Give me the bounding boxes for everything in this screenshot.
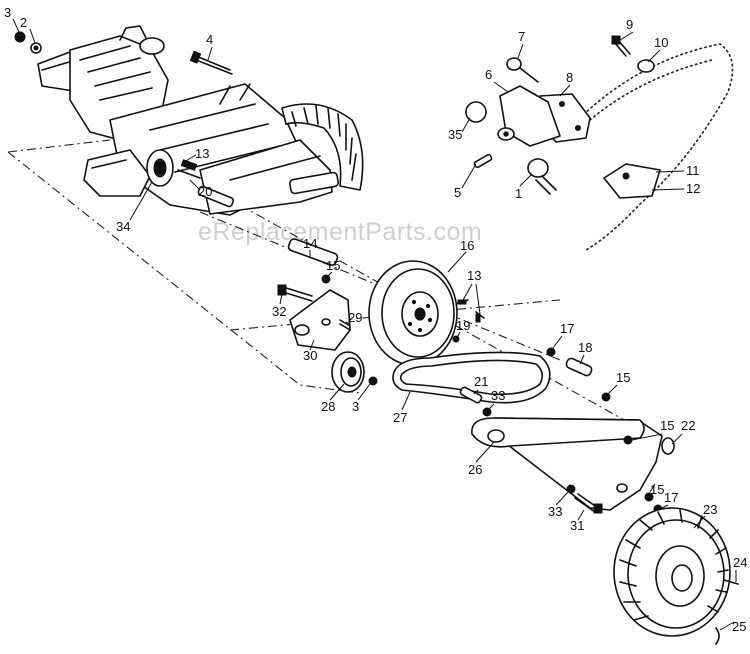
callout-20: 20 — [198, 184, 212, 199]
leader-lines — [12, 18, 737, 631]
callout-27: 27 — [393, 410, 407, 425]
callout-25: 25 — [732, 619, 746, 634]
callout-33: 33 — [491, 388, 505, 403]
callout-3: 3 — [4, 5, 11, 20]
callout-35: 35 — [448, 127, 462, 142]
wheel — [613, 507, 731, 637]
callout-14: 14 — [303, 236, 317, 251]
callout-15: 15 — [616, 370, 630, 385]
callout-30: 30 — [303, 348, 317, 363]
callout-8: 8 — [566, 70, 573, 85]
callout-21: 21 — [474, 374, 488, 389]
nut-33b — [566, 484, 576, 494]
callout-31: 31 — [570, 518, 584, 533]
callout-10: 10 — [654, 35, 668, 50]
callout-labels: 3 2 4 7 9 10 6 8 35 13 20 34 5 1 11 12 1… — [4, 5, 747, 634]
spacer-18 — [565, 357, 593, 377]
drive-belt — [392, 351, 551, 404]
callout-22: 22 — [681, 418, 695, 433]
callout-19: 19 — [456, 318, 470, 333]
cap-22 — [661, 437, 675, 455]
callout-17: 17 — [664, 490, 678, 505]
nut-15a — [321, 274, 331, 284]
pin-29 — [339, 319, 351, 331]
nut-15b — [601, 392, 611, 402]
handle-assembly — [465, 35, 734, 251]
drive-shaft-parts — [177, 159, 235, 208]
callout-6: 6 — [485, 67, 492, 82]
pin-21 — [459, 386, 483, 404]
bolt-32 — [277, 284, 313, 302]
callout-4: 4 — [206, 32, 213, 47]
callout-26: 26 — [468, 462, 482, 477]
idler-pulley — [331, 351, 365, 393]
callout-24: 24 — [733, 555, 747, 570]
callout-11: 11 — [686, 163, 700, 178]
bolt — [189, 50, 233, 75]
callout-7: 7 — [518, 29, 525, 44]
callout-28: 28 — [321, 399, 335, 414]
callout-13: 13 — [467, 268, 481, 283]
callout-15: 15 — [660, 418, 674, 433]
callout-17: 17 — [560, 321, 574, 336]
callout-16: 16 — [460, 238, 474, 253]
callout-29: 29 — [348, 310, 362, 325]
callout-3: 3 — [352, 399, 359, 414]
callout-9: 9 — [626, 17, 633, 32]
callout-13: 13 — [195, 146, 209, 161]
nut-3b — [368, 376, 378, 386]
pin-24 — [723, 579, 739, 585]
bolt-31 — [574, 493, 603, 514]
callout-18: 18 — [578, 340, 592, 355]
nut-15c — [623, 435, 633, 445]
callout-23: 23 — [703, 502, 717, 517]
callout-5: 5 — [454, 185, 461, 200]
nut-washer-top — [14, 31, 42, 54]
belt-cover — [471, 417, 663, 511]
callout-12: 12 — [686, 181, 700, 196]
callout-15: 15 — [650, 482, 664, 497]
callout-15: 15 — [326, 258, 340, 273]
shaft-14 — [287, 238, 339, 266]
large-pulley — [368, 260, 458, 366]
callout-32: 32 — [272, 304, 286, 319]
callout-1: 1 — [515, 186, 522, 201]
clip-25 — [715, 627, 720, 645]
nut-33a — [482, 407, 492, 417]
callout-33: 33 — [548, 504, 562, 519]
nut-15d — [644, 492, 654, 502]
callout-34: 34 — [116, 219, 130, 234]
drive-pulley — [146, 149, 174, 187]
callout-2: 2 — [20, 15, 27, 30]
nut-17a — [546, 347, 556, 357]
watermark: eReplacementParts.com — [198, 218, 482, 246]
